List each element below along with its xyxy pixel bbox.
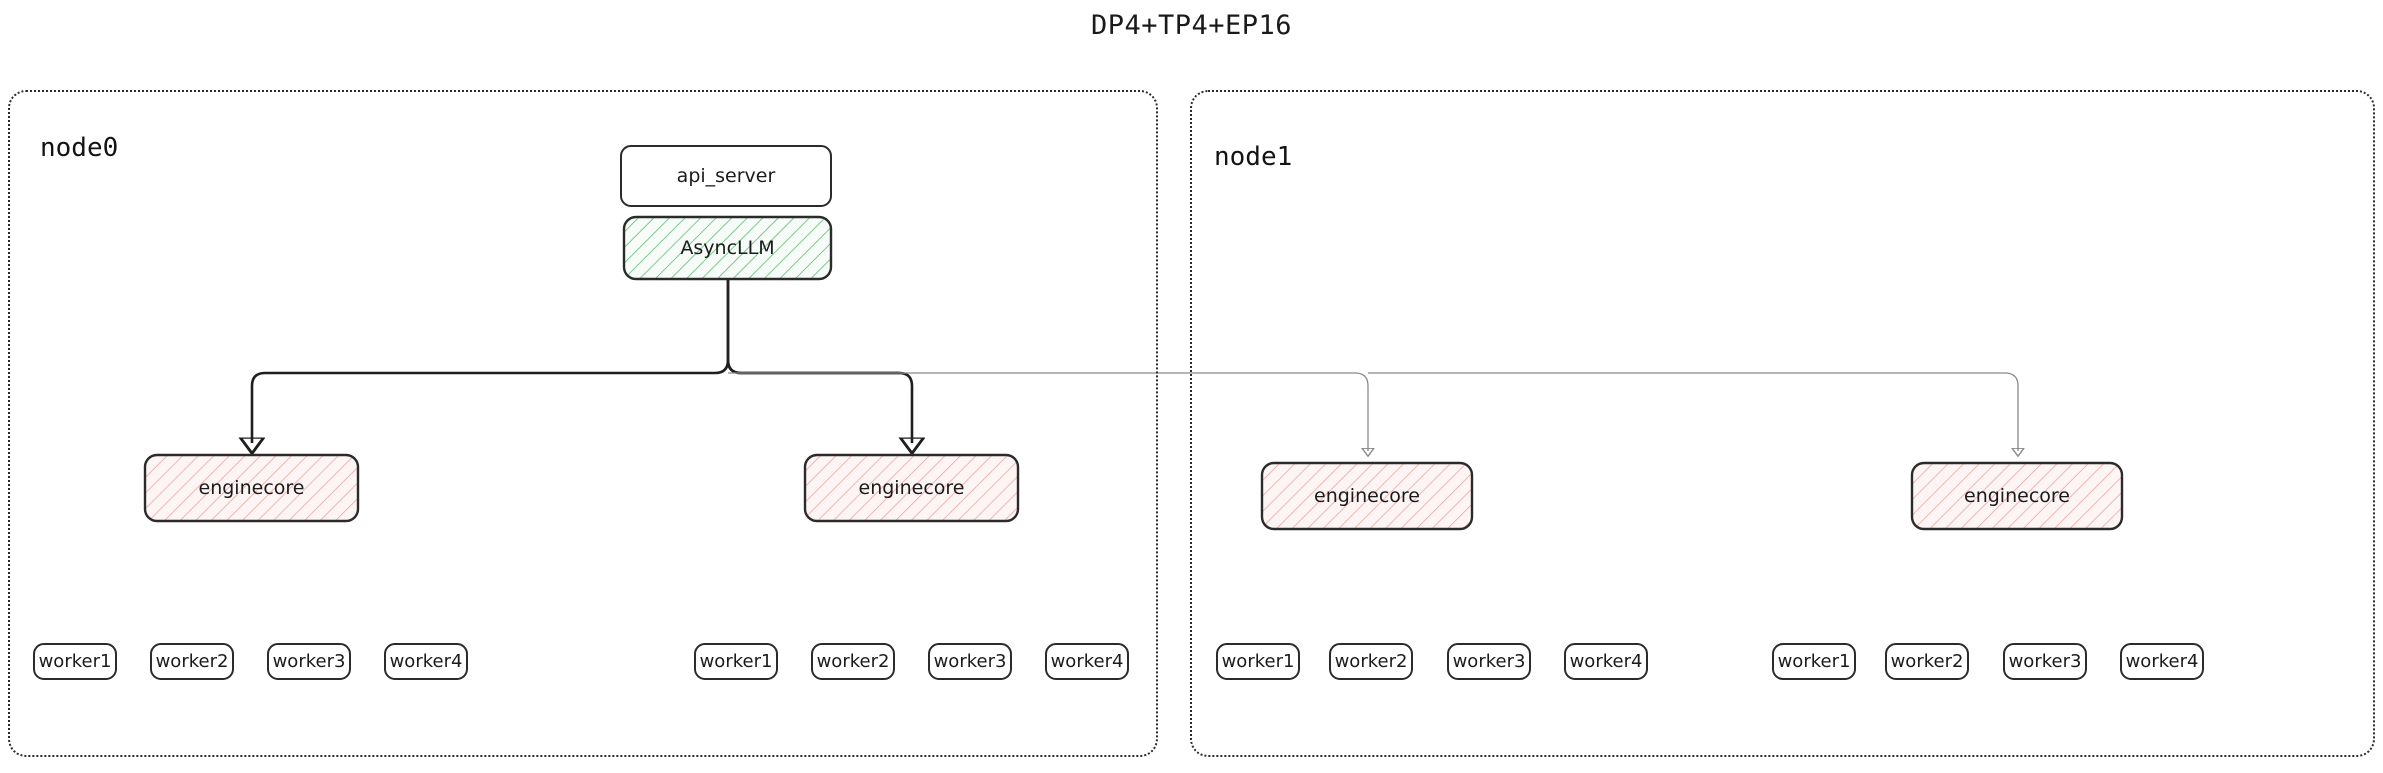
- node-node0-group0-worker4[interactable]: worker4: [384, 643, 468, 680]
- cluster-label-node0: node0: [40, 133, 119, 163]
- node-node0-group1-worker3[interactable]: worker3: [928, 643, 1012, 680]
- cluster-label-node1: node1: [1214, 142, 1293, 172]
- page-title: DP4+TP4+EP16: [1090, 10, 1293, 41]
- node-node1-group0-worker1[interactable]: worker1: [1216, 643, 1300, 680]
- node-node1-group0-worker2[interactable]: worker2: [1329, 643, 1413, 680]
- node-node0-group0-worker3[interactable]: worker3: [267, 643, 351, 680]
- node-node0-group0-worker1[interactable]: worker1: [33, 643, 117, 680]
- node-node1-group0-worker3[interactable]: worker3: [1447, 643, 1531, 680]
- node-node0-group0-worker2[interactable]: worker2: [150, 643, 234, 680]
- node-node0-group1-worker1[interactable]: worker1: [694, 643, 778, 680]
- node-api_server[interactable]: api_server: [620, 145, 832, 207]
- node-node1-group1-worker2[interactable]: worker2: [1885, 643, 1969, 680]
- cluster-node0: [8, 90, 1158, 757]
- node-node0-group1-worker4[interactable]: worker4: [1045, 643, 1129, 680]
- node-node1-group0-worker4[interactable]: worker4: [1564, 643, 1648, 680]
- node-node0-group1-worker2[interactable]: worker2: [811, 643, 895, 680]
- node-node1-group1-worker3[interactable]: worker3: [2003, 643, 2087, 680]
- cluster-node1: [1190, 90, 2375, 757]
- node-node1-group1-worker4[interactable]: worker4: [2120, 643, 2204, 680]
- node-node1-group1-worker1[interactable]: worker1: [1772, 643, 1856, 680]
